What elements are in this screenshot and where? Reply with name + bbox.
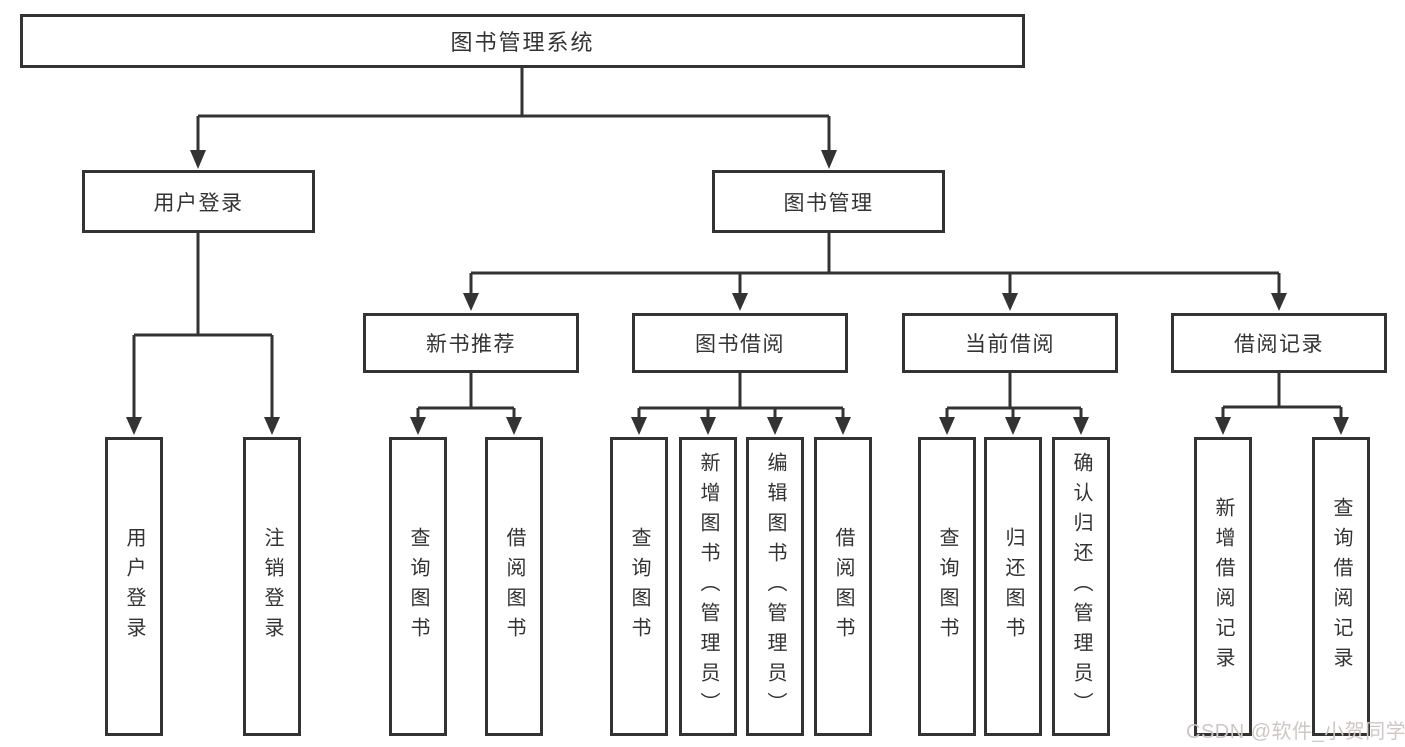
node-book-management: 图书管理	[712, 170, 945, 233]
leaf-borrow-books-recommend: 借阅图书	[485, 437, 543, 736]
leaf-edit-books-admin: 编辑图书（管理员）	[746, 437, 804, 736]
node-new-book-recommend: 新书推荐	[363, 313, 579, 373]
node-book-borrow: 图书借阅	[632, 313, 848, 373]
leaf-query-books-current-label: 查询图书	[936, 526, 958, 647]
node-book-borrow-label: 图书借阅	[695, 333, 785, 356]
leaf-edit-books-admin-label: 编辑图书（管理员）	[764, 451, 786, 722]
leaf-confirm-return-admin: 确认归还（管理员）	[1052, 437, 1110, 736]
node-root-label: 图书管理系统	[450, 30, 595, 55]
node-new-book-recommend-label: 新书推荐	[426, 333, 516, 356]
node-current-borrow-label: 当前借阅	[965, 333, 1055, 356]
leaf-borrow-books: 借阅图书	[814, 437, 872, 736]
watermark: CSDN @软件_小贺同学	[1186, 721, 1405, 743]
leaf-return-books: 归还图书	[984, 437, 1042, 736]
leaf-return-books-label: 归还图书	[1002, 526, 1024, 647]
leaf-borrow-books-label: 借阅图书	[832, 526, 854, 647]
leaf-query-books-current: 查询图书	[918, 437, 976, 736]
leaf-add-borrow-record: 新增借阅记录	[1194, 437, 1252, 736]
leaf-query-borrow-record-label: 查询借阅记录	[1330, 496, 1352, 677]
node-current-borrow: 当前借阅	[902, 313, 1118, 373]
leaf-add-books-admin-label: 新增图书（管理员）	[697, 451, 719, 722]
leaf-query-books-recommend: 查询图书	[389, 437, 447, 736]
leaf-user-login-label: 用户登录	[123, 526, 145, 647]
leaf-logout: 注销登录	[243, 437, 301, 736]
node-book-management-label: 图书管理	[783, 191, 874, 215]
node-user-login: 用户登录	[82, 170, 315, 233]
node-user-login-label: 用户登录	[153, 191, 244, 215]
leaf-borrow-books-recommend-label: 借阅图书	[503, 526, 525, 647]
leaf-query-borrow-record: 查询借阅记录	[1312, 437, 1370, 736]
leaf-add-books-admin: 新增图书（管理员）	[679, 437, 737, 736]
leaf-confirm-return-admin-label: 确认归还（管理员）	[1070, 451, 1092, 722]
node-borrow-records-label: 借阅记录	[1234, 333, 1324, 356]
node-borrow-records: 借阅记录	[1171, 313, 1387, 373]
node-root: 图书管理系统	[20, 14, 1025, 68]
leaf-add-borrow-record-label: 新增借阅记录	[1212, 496, 1234, 677]
leaf-query-books-borrow-label: 查询图书	[628, 526, 650, 647]
leaf-user-login: 用户登录	[105, 437, 163, 736]
leaf-query-books-borrow: 查询图书	[610, 437, 668, 736]
leaf-logout-label: 注销登录	[261, 526, 283, 647]
leaf-query-books-recommend-label: 查询图书	[407, 526, 429, 647]
